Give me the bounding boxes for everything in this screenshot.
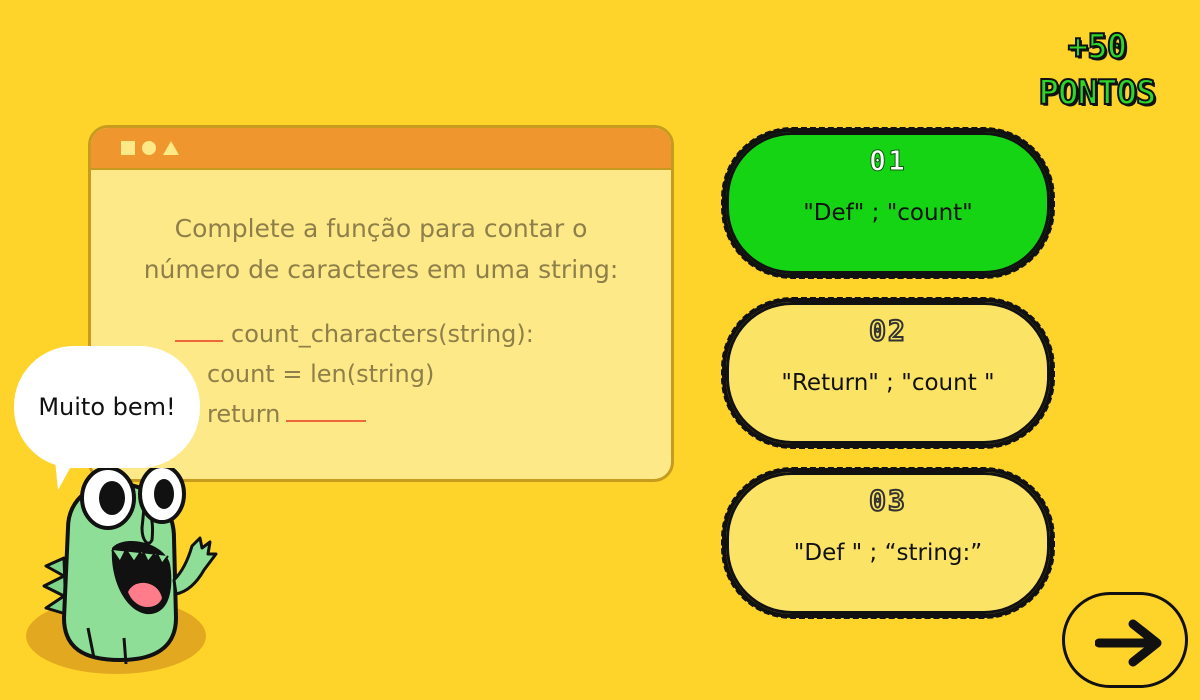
- answer-option-1[interactable]: 01 "Def" ; "count": [721, 127, 1055, 279]
- question-line-1: Complete a função para contar o: [174, 214, 588, 243]
- code-line-2-text: count = len(string): [207, 360, 435, 388]
- speech-bubble: Muito bem!: [14, 346, 200, 468]
- blank-slot-2: [286, 398, 367, 422]
- code-line-1: count_characters(string):: [175, 314, 534, 354]
- option-label: "Def" ; "count": [803, 200, 973, 226]
- answer-option-2[interactable]: 02 "Return" ; "count ": [721, 297, 1055, 449]
- score-display: +50 PONTOS: [1012, 24, 1182, 116]
- dinosaur-mascot-icon: [26, 468, 218, 674]
- circle-icon: [142, 141, 156, 155]
- question-text: Complete a função para contar o número d…: [91, 208, 671, 290]
- code-line-1-text: count_characters(string):: [231, 320, 534, 348]
- square-icon: [121, 141, 135, 155]
- code-line-3-text: return: [207, 400, 281, 428]
- triangle-icon: [163, 141, 179, 155]
- speech-text: Muito bem!: [38, 393, 176, 421]
- speech-bubble-tail: [54, 450, 80, 490]
- answer-option-3[interactable]: 03 "Def " ; “string:”: [721, 467, 1055, 619]
- next-button[interactable]: [1062, 592, 1188, 688]
- blank-slot-1: [175, 318, 223, 342]
- arrow-right-icon: [1095, 619, 1162, 667]
- code-line-2: count = len(string): [175, 354, 534, 394]
- option-number: 02: [868, 313, 907, 348]
- question-line-2: número de caracteres em uma string:: [143, 255, 619, 284]
- option-label: "Return" ; "count ": [781, 370, 995, 396]
- option-label: "Def " ; “string:”: [793, 540, 983, 566]
- score-points: +50: [1067, 26, 1128, 68]
- code-line-3: return: [175, 394, 534, 434]
- score-label: PONTOS: [1038, 72, 1158, 114]
- window-title-bar: [91, 128, 671, 170]
- code-snippet: count_characters(string): count = len(st…: [175, 314, 534, 434]
- option-number: 03: [868, 483, 907, 518]
- option-number: 01: [869, 144, 907, 178]
